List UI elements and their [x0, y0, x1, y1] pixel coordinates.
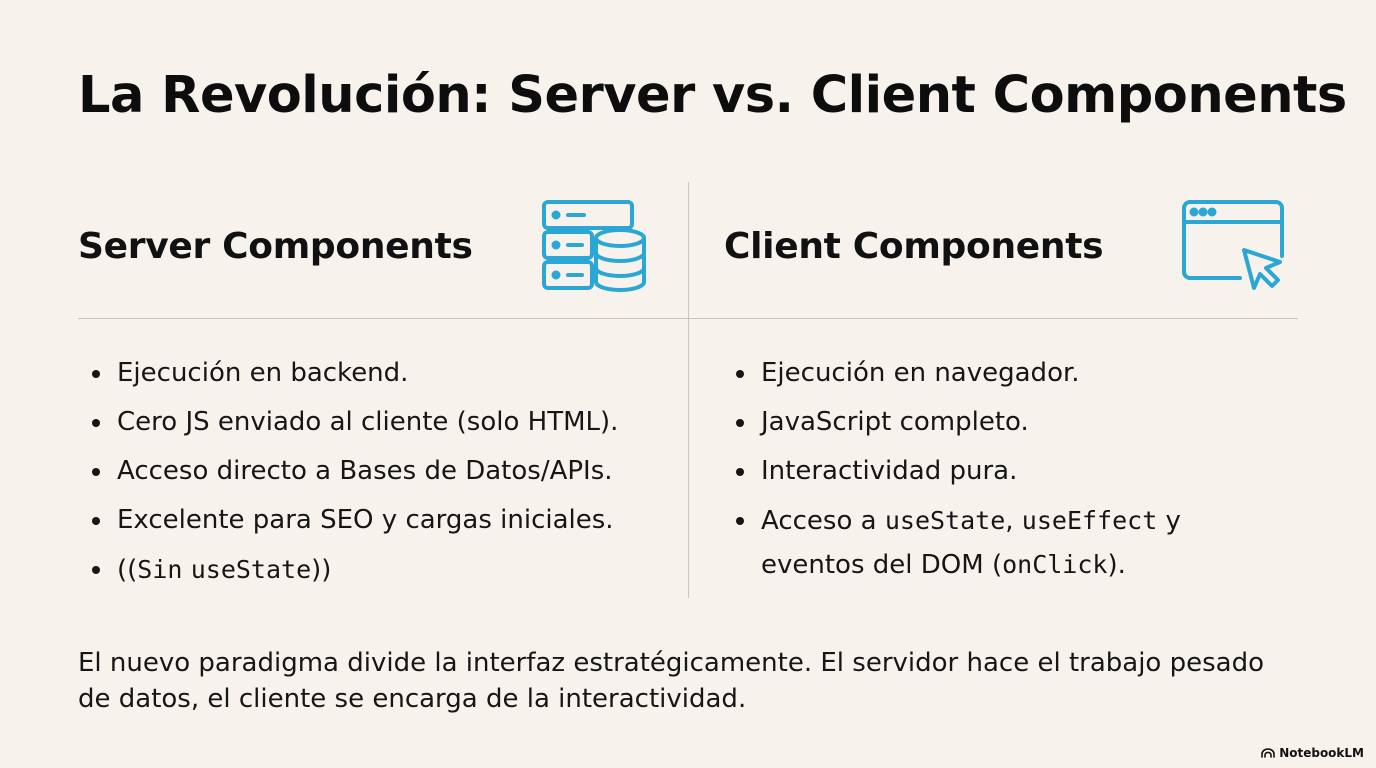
code-useeffect: useEffect [1021, 506, 1158, 535]
browser-cursor-icon [1182, 200, 1284, 290]
server-bullet-list: Ejecución en backend. Cero JS enviado al… [90, 352, 670, 598]
list-item: Cero JS enviado al cliente (solo HTML). [90, 401, 670, 444]
list-item: Ejecución en backend. [90, 352, 670, 395]
client-bullet-list: Ejecución en navegador. JavaScript compl… [734, 352, 1274, 593]
client-components-heading: Client Components [724, 226, 1104, 267]
list-item: Acceso a useState, useEffect y eventos d… [734, 499, 1274, 587]
brand-label: NotebookLM [1279, 746, 1364, 760]
summary-text: El nuevo paradigma divide la interfaz es… [78, 648, 1264, 714]
code-onclick: onClick [1002, 550, 1108, 579]
bullet-text: Acceso a [761, 506, 885, 536]
list-item: Interactividad pura. [734, 450, 1274, 493]
server-components-heading: Server Components [78, 226, 473, 267]
code-sin: Sin [137, 555, 183, 584]
bullet-text: y eventos del DOM ( [761, 506, 1181, 580]
list-item: ((Sin useState)) [90, 548, 670, 592]
list-item: Acceso directo a Bases de Datos/APIs. [90, 450, 670, 493]
code-usestate: useState [884, 506, 1006, 535]
bullet-suffix: )) [311, 555, 332, 585]
bullet-text: ). [1107, 550, 1126, 580]
code-usestate: useState [190, 555, 312, 584]
bullet-text: , [1005, 506, 1022, 536]
list-item: JavaScript completo. [734, 401, 1274, 444]
header-divider [78, 318, 1298, 319]
notebooklm-logo-icon [1261, 748, 1275, 758]
bullet-prefix: (( [117, 555, 138, 585]
slide-title: La Revolución: Server vs. Client Compone… [78, 66, 1347, 125]
notebooklm-branding: NotebookLM [1261, 746, 1364, 760]
column-divider [688, 182, 689, 598]
list-item: Excelente para SEO y cargas iniciales. [90, 499, 670, 542]
list-item: Ejecución en navegador. [734, 352, 1274, 395]
server-database-icon [542, 200, 646, 292]
